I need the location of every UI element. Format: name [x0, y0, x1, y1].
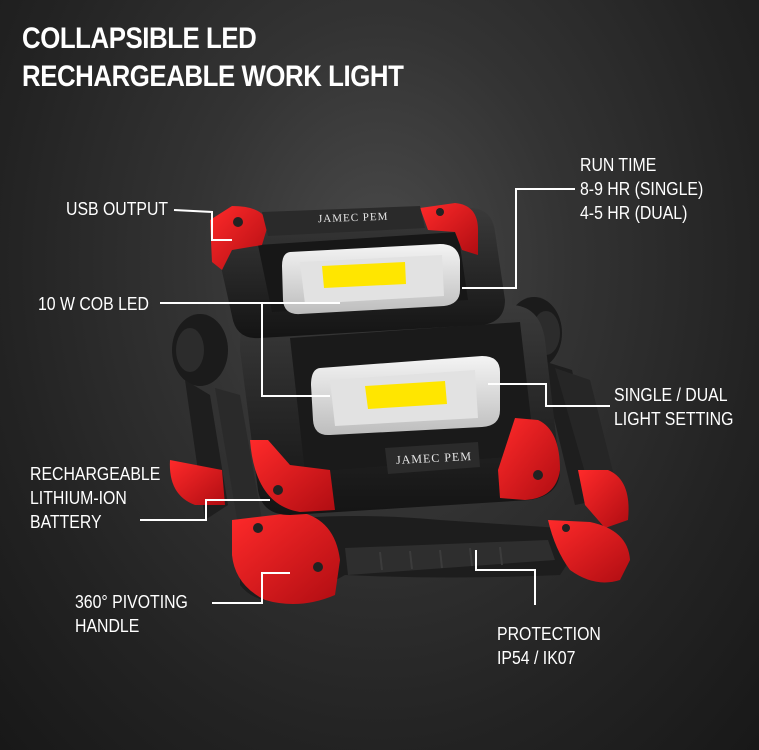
battery-line-1: RECHARGEABLE — [30, 464, 161, 484]
run-time-line — [462, 188, 575, 289]
handle-line-1: 360° PIVOTING — [75, 592, 188, 612]
upper-cob-led — [322, 262, 406, 288]
battery-line-2: LITHIUM-ION — [30, 488, 127, 508]
battery-line — [140, 499, 270, 521]
lower-lamp-panel — [240, 305, 560, 515]
cob-led-line-lower — [160, 302, 330, 397]
title-line-2: RECHARGEABLE WORK LIGHT — [22, 60, 404, 93]
callout-run-time: RUN TIME 8-9 HR (SINGLE) 4-5 HR (DUAL) — [580, 153, 703, 225]
handle-line-2: HANDLE — [75, 616, 140, 636]
light-setting-line-2: LIGHT SETTING — [614, 409, 734, 429]
light-setting-line-1: SINGLE / DUAL — [614, 385, 728, 405]
protection-line-2: IP54 / IK07 — [497, 648, 576, 668]
pivot-handle — [232, 512, 630, 604]
battery-line-3: BATTERY — [30, 512, 102, 532]
stand-frame — [169, 360, 629, 528]
handle-left-bumper — [232, 512, 340, 604]
handle-line — [212, 572, 290, 604]
callout-cob-led: 10 W COB LED — [38, 294, 149, 314]
upper-lamp-panel — [210, 203, 505, 339]
callout-light-setting: SINGLE / DUAL LIGHT SETTING — [614, 383, 733, 431]
handle-right-bumper — [548, 520, 630, 583]
front-brand-plate — [385, 442, 480, 474]
protection-line — [475, 550, 536, 605]
usb-output-line — [173, 209, 232, 241]
callout-handle: 360° PIVOTING HANDLE — [75, 590, 188, 638]
top-right-bumper — [420, 203, 478, 255]
left-foot-bumper — [169, 460, 225, 505]
top-left-bumper — [210, 206, 268, 270]
run-time-single: 8-9 HR (SINGLE) — [580, 179, 704, 199]
page-title: COLLAPSIBLE LED RECHARGEABLE WORK LIGHT — [22, 20, 404, 96]
top-brand-text: JAMEC PEM — [317, 210, 389, 226]
right-foot-bumper — [578, 470, 629, 528]
light-setting-line — [488, 383, 610, 407]
callout-protection: PROTECTION IP54 / IK07 — [497, 622, 601, 670]
callout-lines — [140, 188, 610, 605]
left-pivot-knob — [172, 314, 228, 386]
protection-line-1: PROTECTION — [497, 624, 601, 644]
title-line-1: COLLAPSIBLE LED — [22, 22, 257, 55]
run-time-heading: RUN TIME — [580, 155, 657, 175]
lower-cob-led — [365, 381, 447, 409]
callout-usb-output: USB OUTPUT — [66, 199, 169, 219]
run-time-dual: 4-5 HR (DUAL) — [580, 203, 688, 223]
callout-battery: RECHARGEABLE LITHIUM-ION BATTERY — [30, 462, 160, 534]
